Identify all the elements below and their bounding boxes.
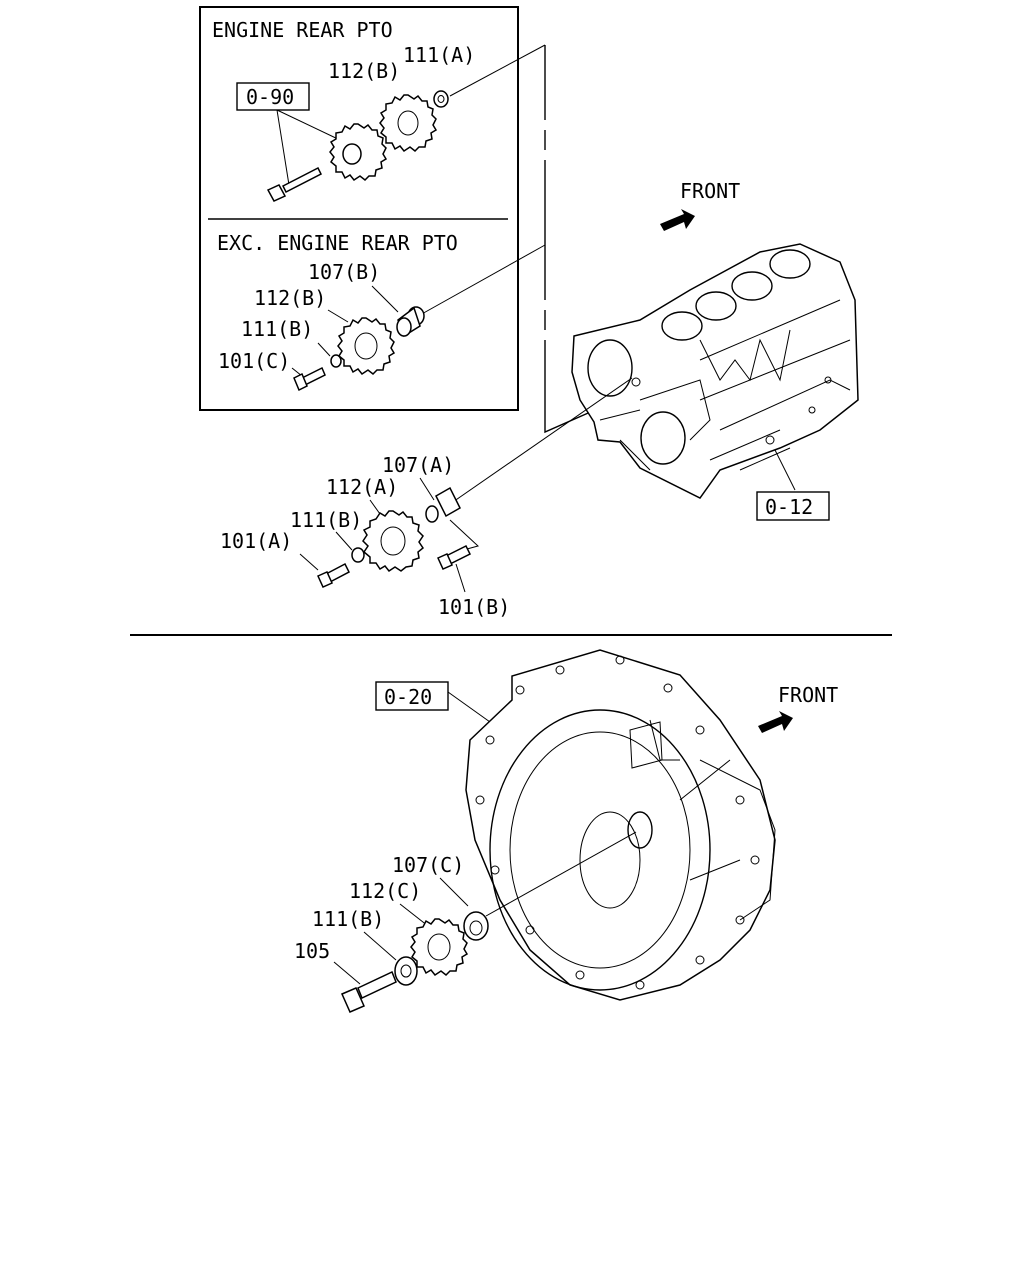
- ref-box-0-20: 0-20: [375, 681, 449, 711]
- bushing-107b: [396, 306, 425, 338]
- washer-111b-engine: [351, 547, 365, 563]
- engine-block: FRONT 0-12: [571, 179, 859, 521]
- front-label-housing: FRONT: [778, 683, 838, 707]
- gear-112b-upper: [379, 94, 438, 153]
- housing-gear-assembly: 107(C) 112(C) 111(B) 105: [294, 831, 637, 1013]
- bushing-107a: [435, 486, 461, 518]
- washer-111b-housing: [394, 956, 418, 986]
- bolt-101c: [293, 366, 326, 392]
- long-bolt-upper: [266, 166, 323, 202]
- flywheel-housing: FRONT 0-20: [375, 649, 838, 1001]
- label-107a: 107(A): [382, 453, 454, 477]
- ref-box-0-12: 0-12: [756, 491, 830, 521]
- label-112c: 112(C): [349, 879, 421, 903]
- gear-112c: [410, 918, 469, 977]
- inset-bracket-line: [544, 45, 596, 434]
- bolt-105: [341, 970, 397, 1013]
- label-101c: 101(C): [218, 349, 290, 373]
- bolt-101a: [317, 562, 350, 588]
- front-arrow-housing: [758, 711, 793, 733]
- ref-box-0-12-text: 0-12: [765, 495, 813, 519]
- front-arrow-engine: [660, 209, 695, 231]
- inset-lower-title: EXC. ENGINE REAR PTO: [217, 231, 458, 255]
- label-111a: 111(A): [403, 43, 475, 67]
- ref-box-0-90-text: 0-90: [246, 85, 294, 109]
- label-101b: 101(B): [438, 595, 510, 619]
- inset-lower-section: EXC. ENGINE REAR PTO 107(B) 112(B) 111(B…: [217, 231, 546, 392]
- washer-111b-inset: [330, 354, 342, 368]
- label-111b-inset: 111(B): [241, 317, 313, 341]
- front-label-engine: FRONT: [680, 179, 740, 203]
- ref-box-0-20-text: 0-20: [384, 685, 432, 709]
- inset-upper-title: ENGINE REAR PTO: [212, 18, 393, 42]
- label-107c: 107(C): [392, 853, 464, 877]
- inset-upper-section: ENGINE REAR PTO 111(A) 112(B) 0-90: [212, 18, 546, 202]
- gear-shaft-assembly: [329, 123, 388, 182]
- bushing-107c: [463, 911, 489, 941]
- ref-box-0-90: 0-90: [236, 82, 310, 111]
- label-105: 105: [294, 939, 330, 963]
- gear-112a: [362, 510, 425, 573]
- label-111b-housing: 111(B): [312, 907, 384, 931]
- label-111b-engine: 111(B): [290, 508, 362, 532]
- label-112a: 112(A): [326, 475, 398, 499]
- label-101a: 101(A): [220, 529, 292, 553]
- label-112b-upper: 112(B): [328, 59, 400, 83]
- inset-box: [199, 6, 519, 411]
- washer-111a: [433, 90, 449, 108]
- label-112b-lower: 112(B): [254, 286, 326, 310]
- gear-112b-lower: [337, 317, 396, 376]
- label-107b: 107(B): [308, 260, 380, 284]
- bolt-101b: [437, 544, 472, 570]
- engine-gear-assembly: 107(A) 112(A) 111(B) 101(A) 101(B): [220, 377, 633, 619]
